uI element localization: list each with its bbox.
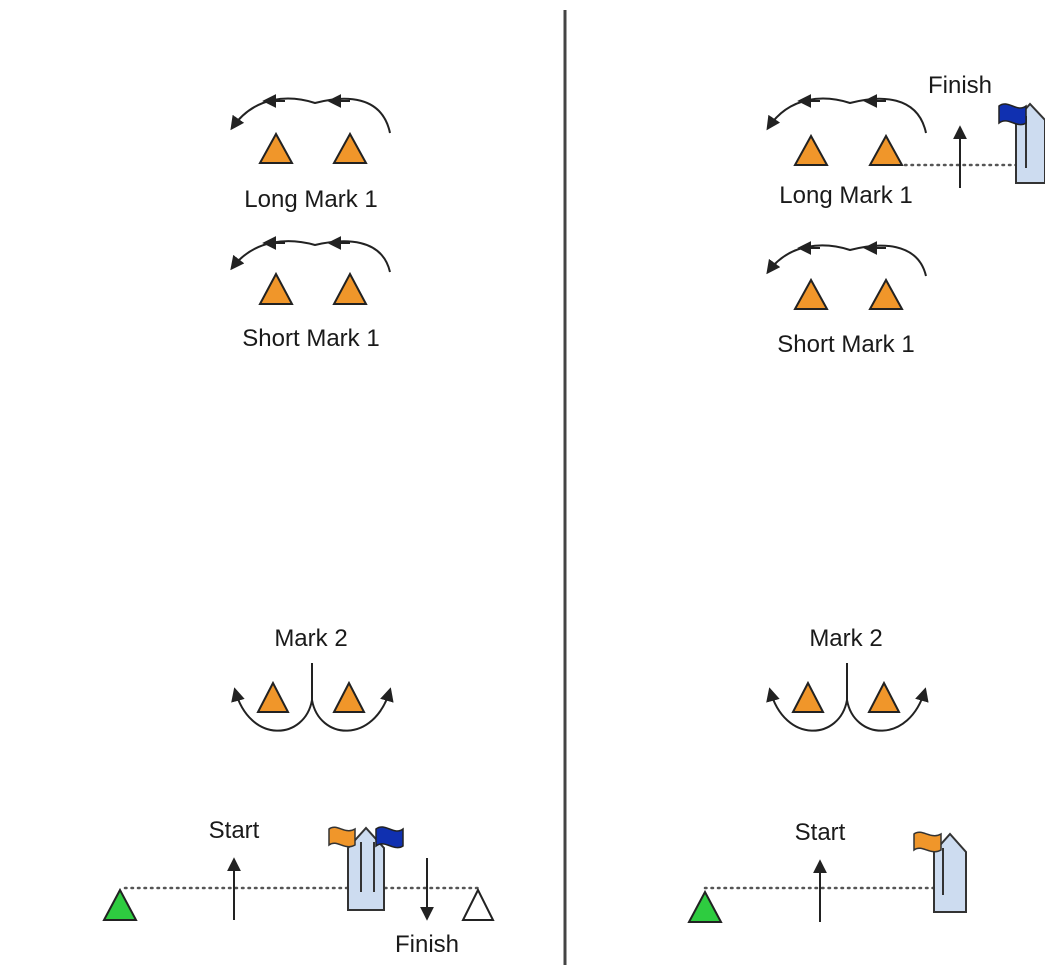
orange-mark xyxy=(332,271,368,305)
orange-mark xyxy=(332,680,366,713)
start-label: Start xyxy=(795,819,846,846)
finish-pin-mark xyxy=(461,887,495,921)
orange-flag-icon xyxy=(913,831,942,853)
start-area: Start xyxy=(687,819,967,923)
start-pin-mark xyxy=(687,889,723,923)
mark-2-group: Mark 2 xyxy=(766,625,929,732)
long-mark-1-label: Long Mark 1 xyxy=(244,186,377,213)
start-label: Start xyxy=(209,817,260,844)
short-mark-1-group: Short Mark 1 xyxy=(766,241,927,358)
orange-flag-icon xyxy=(328,826,356,848)
left-panel: Long Mark 1 Short Mark 1 Mark 2 Start xyxy=(102,94,495,958)
orange-mark xyxy=(868,133,904,166)
rounding-arrow-icon xyxy=(766,687,848,732)
rounding-arrow-icon xyxy=(311,687,394,732)
mark-2-label: Mark 2 xyxy=(809,625,882,652)
orange-mark xyxy=(868,277,904,310)
short-mark-1-group: Short Mark 1 xyxy=(230,236,391,352)
rounding-arrow-icon xyxy=(231,687,313,732)
orange-mark xyxy=(867,680,901,713)
finish-label: Finish xyxy=(395,931,459,958)
long-mark-1-group: Long Mark 1 xyxy=(230,94,391,213)
rounding-arrow-icon xyxy=(230,97,391,134)
long-mark-1-group: Long Mark 1 xyxy=(766,94,927,209)
blue-flag-icon xyxy=(998,103,1027,126)
mark-2-label: Mark 2 xyxy=(274,625,347,652)
right-panel: Long Mark 1 Finish Short Mark 1 Mark 2 xyxy=(687,72,1045,923)
orange-mark xyxy=(256,680,290,713)
orange-mark xyxy=(258,271,294,305)
short-mark-1-label: Short Mark 1 xyxy=(242,325,379,352)
start-pin-mark xyxy=(102,887,138,921)
long-mark-1-label: Long Mark 1 xyxy=(779,182,912,209)
start-finish-area: Start Finish xyxy=(102,817,495,958)
orange-mark xyxy=(791,680,825,713)
orange-mark xyxy=(332,131,368,164)
rounding-arrow-icon xyxy=(230,240,391,273)
finish-label: Finish xyxy=(928,72,992,99)
short-mark-1-label: Short Mark 1 xyxy=(777,331,914,358)
orange-mark xyxy=(793,277,829,310)
mark-2-group: Mark 2 xyxy=(231,625,394,732)
rounding-arrow-icon xyxy=(766,244,927,277)
orange-mark xyxy=(258,131,294,164)
rounding-arrow-icon xyxy=(846,687,929,732)
orange-mark xyxy=(793,133,829,166)
rounding-arrow-icon xyxy=(766,97,927,134)
finish-area: Finish xyxy=(903,72,1045,188)
blue-flag-icon xyxy=(375,826,404,849)
